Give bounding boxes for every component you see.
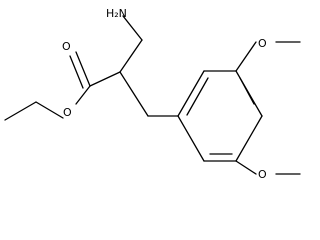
ring-bond-6 — [177, 115, 205, 162]
bond-ch2n-n — [122, 15, 143, 41]
bond-ring-o-bottom — [235, 160, 257, 175]
ring-bond-4 — [235, 115, 263, 162]
ring-inner-bond-2 — [239, 77, 255, 105]
bond-carbonyl-double-a — [75, 51, 91, 87]
structure-diagram: H₂N O O O O — [4, 7, 301, 181]
bond-ester-o-carbonyl — [75, 85, 91, 105]
bond-ethyl-ch3 — [4, 101, 37, 121]
ring-bond-1 — [177, 70, 205, 117]
atom-label-carbonyl-oxygen: O — [62, 40, 71, 53]
bond-ring-o-top — [235, 41, 257, 72]
atom-label-methoxy-bottom: O — [258, 168, 267, 181]
bond-carbonyl-alpha — [89, 71, 121, 87]
atom-label-amine: H₂N — [106, 7, 127, 20]
bond-alpha-ch2n — [119, 39, 143, 73]
atom-label-methoxy-top: O — [258, 37, 267, 50]
ring-inner-bond-1 — [186, 77, 209, 116]
bond-alpha-benzyl — [119, 71, 149, 117]
bond-ethyl-ch2 — [35, 101, 64, 119]
atom-label-ester-oxygen: O — [63, 106, 72, 119]
bond-carbonyl-double-b — [69, 55, 84, 89]
